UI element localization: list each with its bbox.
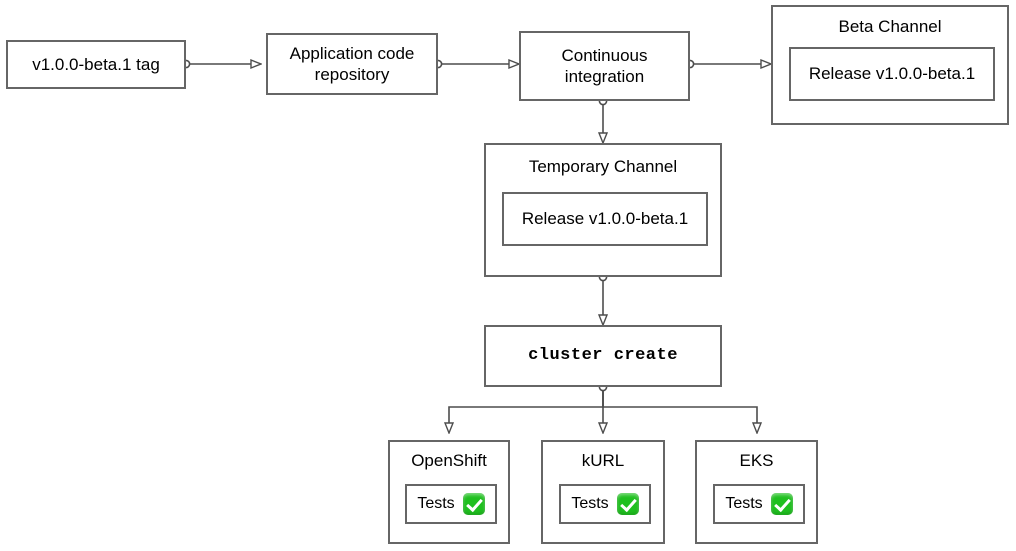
node-cluster-create[interactable]: cluster create: [484, 325, 722, 387]
node-tag[interactable]: v1.0.0-beta.1 tag: [6, 40, 186, 89]
edge-cluster-create-to-eks: [602, 391, 757, 432]
node-temporary-channel[interactable]: Temporary Channel Release v1.0.0-beta.1: [484, 143, 722, 277]
check-mark-icon: [770, 493, 793, 515]
node-cluster-create-label: cluster create: [528, 346, 678, 366]
node-application-code-repository[interactable]: Application code repository: [266, 33, 438, 95]
edge-repo-to-ci: [433, 60, 518, 67]
node-eks-title: EKS: [739, 451, 774, 470]
node-openshift-title: OpenShift: [411, 451, 487, 470]
node-eks-tests[interactable]: Tests: [713, 484, 805, 524]
node-beta-channel[interactable]: Beta Channel Release v1.0.0-beta.1: [771, 5, 1009, 125]
node-application-code-repository-label: Application code repository: [289, 43, 415, 84]
node-eks-tests-label: Tests: [725, 495, 763, 512]
edge-temporary-channel-to-cluster-create: [599, 272, 606, 324]
node-openshift-tests[interactable]: Tests: [405, 484, 497, 524]
edge-ci-to-beta-channel: [685, 60, 770, 67]
node-temporary-channel-release-label: Release v1.0.0-beta.1: [521, 209, 689, 229]
node-beta-channel-title: Beta Channel: [838, 17, 942, 36]
edge-cluster-create-to-openshift: [449, 382, 608, 432]
node-tag-label: v1.0.0-beta.1 tag: [32, 54, 160, 74]
node-continuous-integration-label: Continuous integration: [561, 45, 648, 86]
node-continuous-integration[interactable]: Continuous integration: [519, 31, 690, 101]
node-kurl-tests[interactable]: Tests: [559, 484, 651, 524]
node-eks[interactable]: EKS Tests: [695, 440, 818, 544]
node-kurl-title: kURL: [581, 451, 625, 470]
check-mark-icon: [616, 493, 639, 515]
edge-ci-to-temporary-channel: [599, 96, 606, 142]
node-beta-channel-release[interactable]: Release v1.0.0-beta.1: [789, 47, 995, 101]
node-beta-channel-release-label: Release v1.0.0-beta.1: [808, 64, 976, 84]
node-kurl-tests-label: Tests: [571, 495, 609, 512]
node-openshift[interactable]: OpenShift Tests: [388, 440, 510, 544]
check-mark-icon: [462, 493, 485, 515]
node-temporary-channel-title: Temporary Channel: [528, 157, 678, 176]
node-openshift-tests-label: Tests: [417, 495, 455, 512]
node-kurl[interactable]: kURL Tests: [541, 440, 665, 544]
edge-tag-to-repo: [181, 60, 260, 67]
node-temporary-channel-release[interactable]: Release v1.0.0-beta.1: [502, 192, 708, 246]
